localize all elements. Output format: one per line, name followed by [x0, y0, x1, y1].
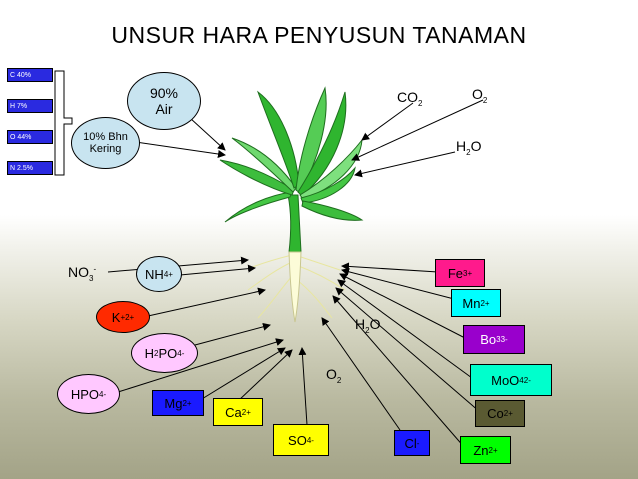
dry-matter-label: 10% Bhn Kering — [83, 131, 128, 155]
co2-label: CO2 — [397, 89, 423, 108]
o2-label-bottom: O2 — [326, 366, 342, 385]
taproot — [288, 251, 302, 323]
element-bracket — [54, 70, 73, 176]
water-ellipse: 90% Air — [127, 72, 201, 130]
element-n: N 2.5% — [7, 161, 53, 175]
plant-leaves — [219, 86, 364, 223]
k-ellipse: K+2+ — [96, 301, 150, 333]
o2-label-top: O2 — [472, 86, 488, 105]
no3-label: NO3- — [68, 264, 97, 283]
plant-stem — [287, 194, 302, 253]
element-c: C 40% — [7, 68, 53, 82]
cl-box: Cl- — [394, 430, 430, 456]
h2o-label-bottom: H2O — [355, 316, 381, 335]
element-o: O 44% — [7, 130, 53, 144]
element-h: H 7% — [7, 99, 53, 113]
h2o-label-top: H2O — [456, 138, 482, 157]
dry-matter-ellipse: 10% Bhn Kering — [71, 117, 140, 169]
page-title: UNSUR HARA PENYUSUN TANAMAN — [111, 22, 527, 48]
water-label: Air — [155, 101, 173, 117]
water-percent: 90% — [149, 85, 179, 101]
